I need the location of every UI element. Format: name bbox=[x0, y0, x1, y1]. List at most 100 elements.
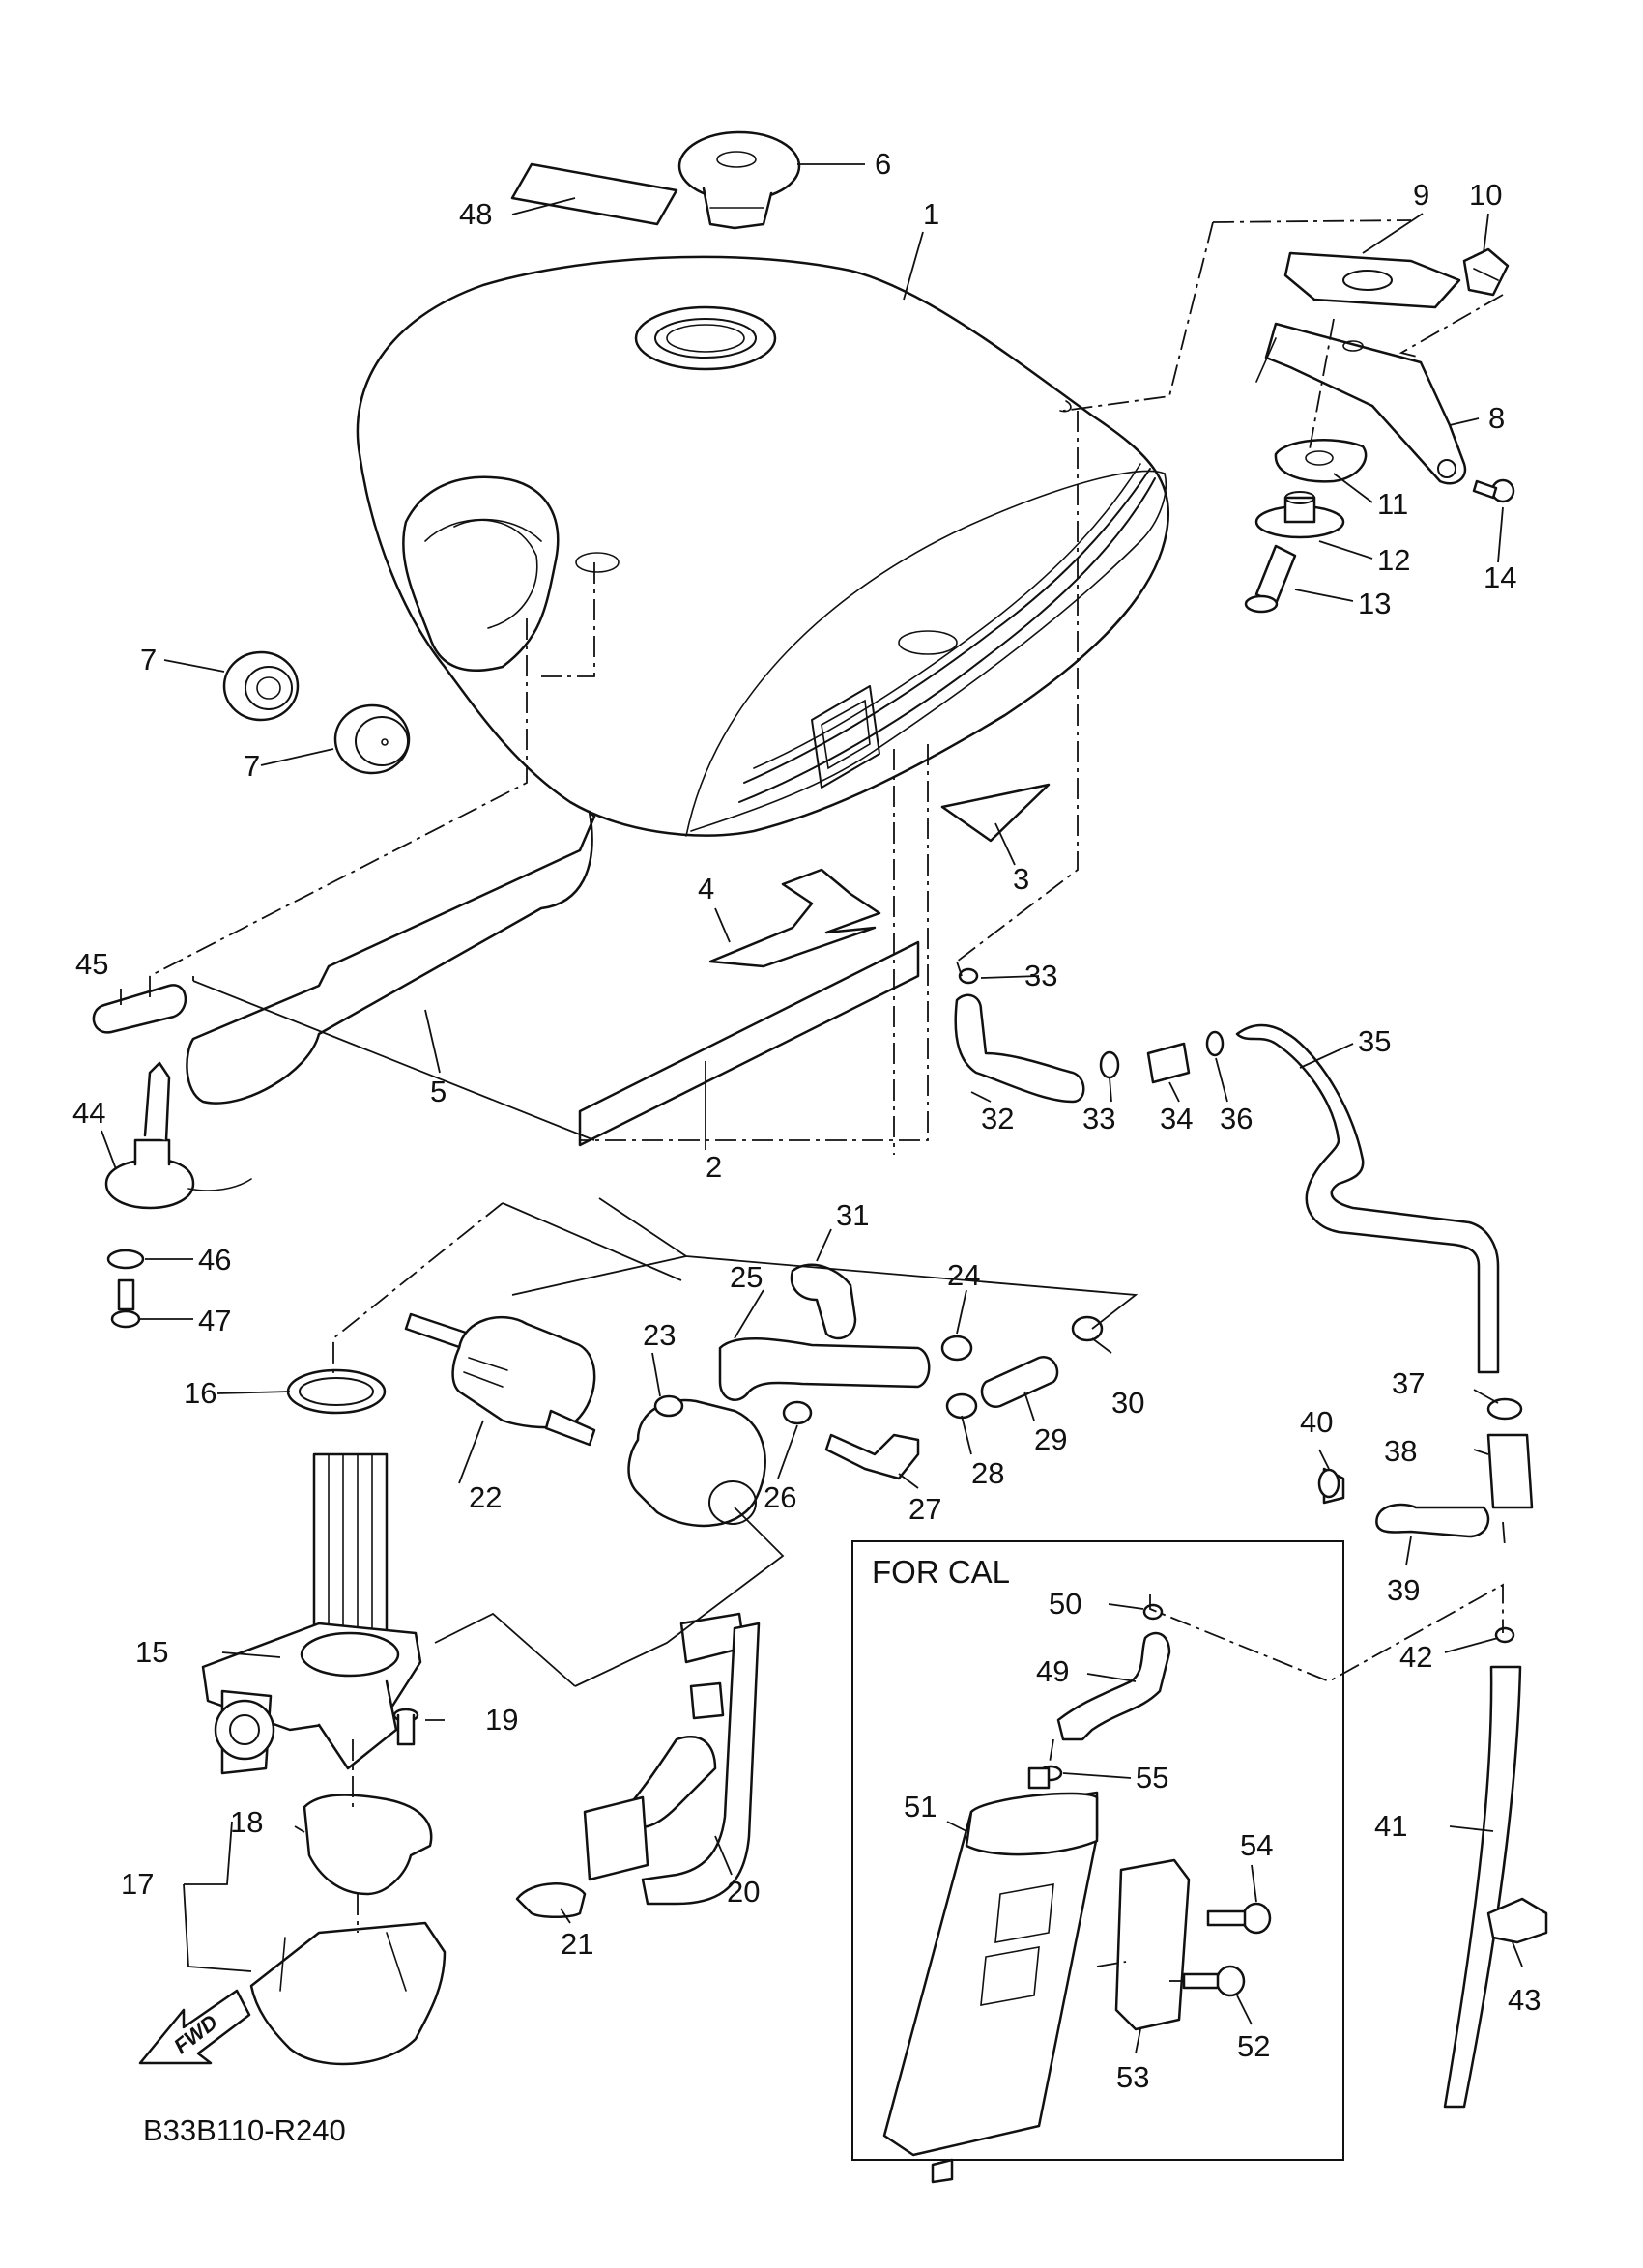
bolt-40 bbox=[1317, 1467, 1345, 1505]
clamp-26 bbox=[782, 1400, 813, 1425]
callout-39: 39 bbox=[1387, 1573, 1420, 1607]
callout-19: 19 bbox=[485, 1703, 518, 1737]
callout-30: 30 bbox=[1111, 1386, 1144, 1420]
strip-2 bbox=[578, 940, 920, 1147]
hose-32 bbox=[954, 993, 1085, 1104]
callout-labels: 1 2 3 4 5 6 7 7 8 9 10 11 12 13 14 15 16… bbox=[72, 147, 1541, 2094]
sticker-48 bbox=[510, 162, 678, 226]
clamp-30 bbox=[1071, 1315, 1104, 1342]
cal-box-label: FOR CAL bbox=[872, 1554, 1010, 1590]
damper-cap-upper bbox=[222, 650, 300, 722]
assembly-lines bbox=[149, 219, 1506, 1982]
callout-55: 55 bbox=[1136, 1761, 1168, 1794]
callout-29: 29 bbox=[1034, 1422, 1067, 1456]
callout-4: 4 bbox=[698, 872, 714, 905]
callout-28: 28 bbox=[971, 1456, 1004, 1490]
damper-11 bbox=[1274, 439, 1368, 483]
fuel-filter-22 bbox=[404, 1312, 596, 1447]
bolt-14 bbox=[1472, 478, 1515, 503]
callout-22: 22 bbox=[469, 1480, 502, 1514]
damper-cap-lower bbox=[333, 703, 411, 775]
bracket-53 bbox=[1114, 1858, 1191, 2031]
clamp-37 bbox=[1486, 1397, 1523, 1421]
callout-14: 14 bbox=[1484, 560, 1516, 594]
callout-1: 1 bbox=[923, 197, 939, 231]
callout-47: 47 bbox=[198, 1304, 231, 1337]
clip-10 bbox=[1462, 247, 1510, 297]
pad-3 bbox=[940, 783, 1051, 843]
callout-2: 2 bbox=[706, 1150, 722, 1184]
leader-lines bbox=[101, 163, 1523, 2054]
hose-25 bbox=[718, 1337, 931, 1401]
clip-33-lower bbox=[1099, 1050, 1120, 1079]
clamp-43 bbox=[1486, 1897, 1548, 1944]
canister-51 bbox=[882, 1766, 1099, 2184]
callout-33-upper: 33 bbox=[1024, 959, 1057, 992]
callout-6: 6 bbox=[875, 147, 891, 181]
screw-19 bbox=[392, 1708, 419, 1746]
clamp-28 bbox=[945, 1392, 978, 1420]
clip-33-upper bbox=[958, 967, 979, 985]
callout-49: 49 bbox=[1036, 1654, 1069, 1688]
callout-17: 17 bbox=[121, 1867, 154, 1901]
callout-11: 11 bbox=[1377, 487, 1408, 521]
joint-34 bbox=[1146, 1042, 1191, 1084]
callout-51: 51 bbox=[904, 1790, 937, 1823]
callout-41: 41 bbox=[1374, 1809, 1407, 1843]
elbow-27 bbox=[824, 1433, 920, 1480]
pipe-29 bbox=[980, 1355, 1059, 1409]
callout-23: 23 bbox=[643, 1318, 676, 1352]
bolt-13 bbox=[1244, 544, 1297, 614]
callout-26: 26 bbox=[764, 1480, 796, 1514]
callout-38: 38 bbox=[1384, 1434, 1417, 1468]
callout-48: 48 bbox=[459, 197, 492, 231]
clamp-24 bbox=[940, 1335, 973, 1362]
regulator-23 bbox=[627, 1394, 766, 1528]
valve-38 bbox=[1486, 1433, 1534, 1509]
callout-5: 5 bbox=[430, 1075, 447, 1108]
callout-54: 54 bbox=[1240, 1828, 1273, 1862]
hose-49 bbox=[1056, 1631, 1171, 1741]
side-cover-5 bbox=[186, 810, 596, 1105]
clip-36 bbox=[1205, 1030, 1225, 1057]
callout-20: 20 bbox=[727, 1875, 760, 1909]
fuel-sender-44 bbox=[104, 1061, 252, 1210]
collar-12 bbox=[1254, 491, 1345, 539]
hose-41 bbox=[1443, 1665, 1522, 2109]
callout-25: 25 bbox=[730, 1260, 763, 1294]
callout-10: 10 bbox=[1469, 178, 1502, 212]
callout-52: 52 bbox=[1237, 2029, 1270, 2063]
callout-16: 16 bbox=[184, 1376, 216, 1410]
clamp-31 bbox=[790, 1263, 857, 1340]
cover-17 bbox=[249, 1921, 447, 2066]
callout-24: 24 bbox=[947, 1258, 980, 1292]
washer-46 bbox=[106, 1249, 145, 1270]
callout-40: 40 bbox=[1300, 1405, 1333, 1439]
clip-50 bbox=[1142, 1603, 1164, 1621]
fuel-tank bbox=[356, 255, 1169, 837]
bolt-52 bbox=[1182, 1965, 1246, 1997]
outline-lines bbox=[192, 976, 1139, 1687]
callout-27: 27 bbox=[908, 1492, 941, 1526]
fwd-arrow-icon: FWD bbox=[138, 1989, 251, 2065]
callout-35: 35 bbox=[1358, 1024, 1391, 1058]
callout-53: 53 bbox=[1116, 2060, 1149, 2094]
damper-9 bbox=[1283, 251, 1461, 309]
callout-44: 44 bbox=[72, 1096, 105, 1130]
callout-43: 43 bbox=[1508, 1983, 1541, 2017]
callout-13: 13 bbox=[1358, 587, 1391, 620]
screw-47 bbox=[110, 1278, 141, 1329]
fuel-pump-15 bbox=[201, 1452, 422, 1775]
gasket-45 bbox=[92, 984, 187, 1034]
callout-7-lower: 7 bbox=[244, 749, 260, 783]
callout-37: 37 bbox=[1392, 1366, 1425, 1400]
callout-36: 36 bbox=[1220, 1102, 1253, 1135]
callout-9: 9 bbox=[1413, 178, 1429, 212]
callout-34: 34 bbox=[1160, 1102, 1193, 1135]
cover-18 bbox=[303, 1794, 433, 1896]
filler-cap bbox=[677, 130, 801, 230]
seal-ring-16 bbox=[286, 1368, 387, 1415]
callout-46: 46 bbox=[198, 1243, 231, 1277]
callout-31: 31 bbox=[836, 1198, 869, 1232]
